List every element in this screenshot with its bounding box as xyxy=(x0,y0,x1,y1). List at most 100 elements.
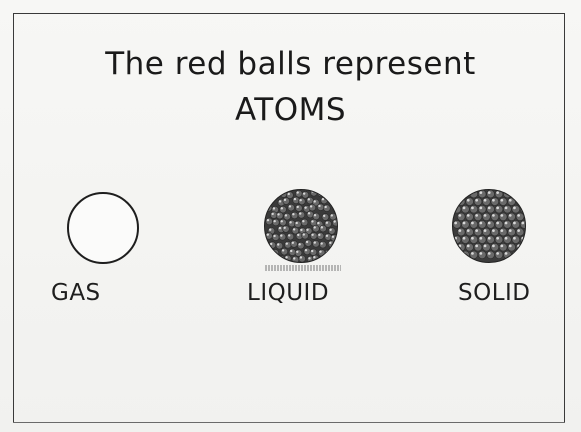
solid-atom xyxy=(453,251,461,259)
solid-atom xyxy=(495,251,503,259)
liquid-atom xyxy=(269,242,276,249)
solid-atom xyxy=(516,198,524,206)
solid-atom xyxy=(474,213,482,221)
solid-atom xyxy=(487,221,495,229)
liquid-atom xyxy=(272,234,279,241)
liquid-atom xyxy=(279,233,286,240)
solid-atom xyxy=(462,221,470,229)
solid-atom xyxy=(470,205,478,213)
solid-atom xyxy=(508,198,516,206)
liquid-atom xyxy=(313,225,320,232)
liquid-atom xyxy=(291,212,298,219)
liquid-atom xyxy=(320,225,327,232)
liquid-label: LIQUID xyxy=(247,280,329,306)
liquid-atom xyxy=(322,214,329,221)
solid-atom xyxy=(499,198,507,206)
liquid-atom xyxy=(268,196,275,203)
liquid-atom xyxy=(292,256,299,263)
solid-atom xyxy=(462,251,470,259)
solid-atom xyxy=(483,228,491,236)
solid-atom xyxy=(470,221,478,229)
solid-atom xyxy=(470,251,478,259)
solid-atoms-svg xyxy=(453,190,526,263)
solid-atom xyxy=(487,251,495,259)
solid-atom xyxy=(516,213,524,221)
liquid-atom xyxy=(328,197,335,204)
solid-atom xyxy=(491,243,499,251)
liquid-atom xyxy=(284,213,291,220)
solid-atom xyxy=(512,236,520,244)
slide-frame-bottom xyxy=(13,422,565,423)
solid-atom xyxy=(457,213,465,221)
liquid-atom xyxy=(329,254,336,261)
solid-atom xyxy=(499,243,507,251)
image-credit-strip xyxy=(265,265,341,271)
solid-atom xyxy=(474,198,482,206)
liquid-atom xyxy=(278,256,285,263)
solid-atom xyxy=(466,228,474,236)
liquid-atom xyxy=(310,249,317,256)
liquid-atom xyxy=(302,232,309,239)
liquid-atom xyxy=(304,248,311,255)
gas-label: GAS xyxy=(51,280,101,306)
solid-atom xyxy=(516,228,524,236)
solid-label: SOLID xyxy=(458,280,531,306)
solid-atom xyxy=(453,190,461,198)
liquid-atom xyxy=(299,255,306,262)
solid-atom xyxy=(508,243,516,251)
liquid-atom xyxy=(296,205,303,212)
liquid-atoms-svg xyxy=(265,190,338,263)
liquid-atom xyxy=(289,249,296,256)
liquid-atom xyxy=(328,228,335,235)
liquid-atom xyxy=(298,198,305,205)
liquid-atom xyxy=(317,233,324,240)
solid-atom xyxy=(466,243,474,251)
liquid-atom xyxy=(298,211,305,218)
solid-atom xyxy=(491,213,499,221)
liquid-atom xyxy=(265,205,272,212)
liquid-atom xyxy=(266,248,273,255)
solid-atom xyxy=(491,198,499,206)
liquid-atom xyxy=(285,241,292,248)
liquid-atom xyxy=(266,218,273,225)
solid-atom xyxy=(512,205,520,213)
solid-atom xyxy=(466,213,474,221)
solid-atom xyxy=(470,190,478,198)
liquid-atom xyxy=(269,254,276,261)
liquid-atom xyxy=(332,219,338,226)
solid-atom xyxy=(512,221,520,229)
liquid-atom xyxy=(310,190,317,196)
solid-atom xyxy=(457,198,465,206)
solid-atom xyxy=(478,221,486,229)
solid-atom xyxy=(474,228,482,236)
liquid-atom xyxy=(295,190,302,197)
solid-atom xyxy=(491,228,499,236)
liquid-atom xyxy=(281,248,288,255)
liquid-atom xyxy=(276,242,283,249)
solid-atom xyxy=(453,236,461,244)
solid-atom xyxy=(483,243,491,251)
liquid-atom xyxy=(272,219,279,226)
solid-atom xyxy=(478,190,486,198)
solid-atom xyxy=(495,236,503,244)
liquid-atom xyxy=(309,204,316,211)
solid-atom xyxy=(478,205,486,213)
solid-atom xyxy=(520,221,526,229)
solid-atom xyxy=(495,221,503,229)
liquid-atom xyxy=(312,255,319,262)
liquid-atom xyxy=(283,198,290,205)
liquid-atom xyxy=(317,190,324,197)
solid-atom xyxy=(457,228,465,236)
solid-atom xyxy=(453,221,461,229)
solid-atom xyxy=(508,213,516,221)
liquid-atom xyxy=(328,241,335,248)
liquid-atom xyxy=(272,190,279,197)
liquid-atom xyxy=(310,233,317,240)
slide-title-line-1: The red balls represent xyxy=(0,46,581,82)
solid-atom xyxy=(478,236,486,244)
solid-atom xyxy=(466,198,474,206)
solid-atom xyxy=(495,190,503,198)
liquid-atom xyxy=(288,204,295,211)
liquid-atom xyxy=(317,204,324,211)
solid-atom xyxy=(504,221,512,229)
